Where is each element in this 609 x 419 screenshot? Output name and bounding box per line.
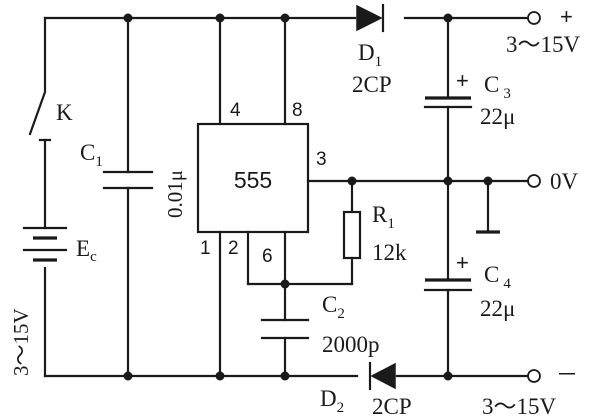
terminal-bottom-label: 3～15V: [482, 394, 557, 419]
diode-d2-label: D2: [320, 386, 344, 416]
switch-k-label: K: [56, 100, 73, 125]
pin-3-label: 3: [316, 149, 327, 170]
junction-dots: [123, 13, 493, 381]
ic-555-body: [196, 122, 310, 234]
terminal-mid: [527, 174, 541, 188]
terminal-top-sign: +: [560, 4, 573, 29]
resistor-r1-label: R1: [372, 202, 395, 232]
diode-d1-label: D1: [358, 40, 382, 70]
capacitor-c4: [423, 278, 473, 292]
capacitor-c1-label: C1: [80, 140, 103, 170]
ic-555-label: 555: [234, 167, 272, 193]
capacitor-c4-polarity: +: [456, 250, 469, 275]
switch-k: [28, 90, 52, 142]
capacitor-c3-polarity: +: [456, 68, 469, 93]
resistor-r1-value: 12k: [372, 240, 407, 265]
wires: [43, 16, 530, 378]
terminal-top: [527, 11, 541, 25]
capacitor-c4-value: 22μ: [480, 296, 515, 321]
diode-d1: [356, 3, 385, 33]
pin-6-label: 6: [262, 246, 273, 267]
capacitor-c1: [102, 170, 154, 190]
capacitor-c3: [423, 96, 473, 109]
diode-d2-type: 2CP: [372, 394, 412, 419]
pin-4-label: 4: [230, 100, 241, 121]
capacitor-c3-value: 22μ: [480, 104, 515, 129]
capacitor-c1-value: 0.01μ: [163, 170, 187, 218]
terminal-top-label: 3～15V: [506, 32, 581, 57]
diode-d1-type: 2CP: [352, 72, 392, 97]
terminal-mid-label: 0V: [550, 169, 579, 194]
battery-ec: [22, 226, 68, 262]
capacitor-c2: [260, 318, 310, 340]
pin-1-label: 1: [200, 238, 211, 259]
terminal-bottom-sign: －: [556, 362, 578, 387]
source-voltage-range: 3～15V: [9, 308, 33, 376]
resistor-r1: [342, 210, 362, 260]
capacitor-c2-label: C2: [322, 292, 345, 322]
terminal-bottom: [527, 369, 541, 383]
diode-d2: [368, 361, 396, 391]
battery-ec-label: Ec: [76, 236, 97, 265]
capacitor-c2-value: 2000p: [322, 332, 380, 357]
pin-2-label: 2: [228, 238, 239, 259]
pin-8-label: 8: [292, 100, 303, 121]
